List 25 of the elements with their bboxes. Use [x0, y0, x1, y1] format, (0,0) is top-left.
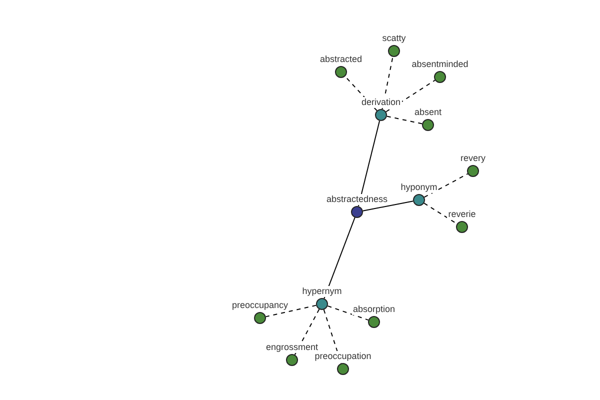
connector-line — [344, 76, 378, 112]
node-label: engrossment — [264, 342, 320, 353]
node-label: absentminded — [410, 59, 470, 70]
connector-line — [265, 304, 317, 318]
connector-line — [424, 173, 468, 198]
connector-line — [424, 202, 458, 224]
node-label: hyponym — [400, 182, 438, 193]
node-label: absent — [413, 107, 443, 118]
node-label: hypernym — [301, 286, 343, 297]
connector-line — [362, 200, 414, 212]
connector-line — [324, 217, 356, 299]
node-label: preoccupancy — [230, 300, 290, 311]
connector-line — [358, 120, 380, 207]
node-label: absorption — [352, 304, 396, 315]
node-label: abstracted — [318, 54, 364, 65]
connector-line — [327, 305, 369, 321]
node-label: preoccupation — [314, 351, 372, 362]
connector-line — [386, 80, 436, 112]
connector-line — [294, 308, 320, 356]
node-label: scatty — [381, 33, 407, 44]
node-label: revery — [459, 153, 486, 164]
node-label: reverie — [447, 209, 477, 220]
node-label: abstractedness — [325, 194, 389, 205]
connector-line — [386, 116, 423, 124]
node-label: derivation — [360, 97, 402, 108]
